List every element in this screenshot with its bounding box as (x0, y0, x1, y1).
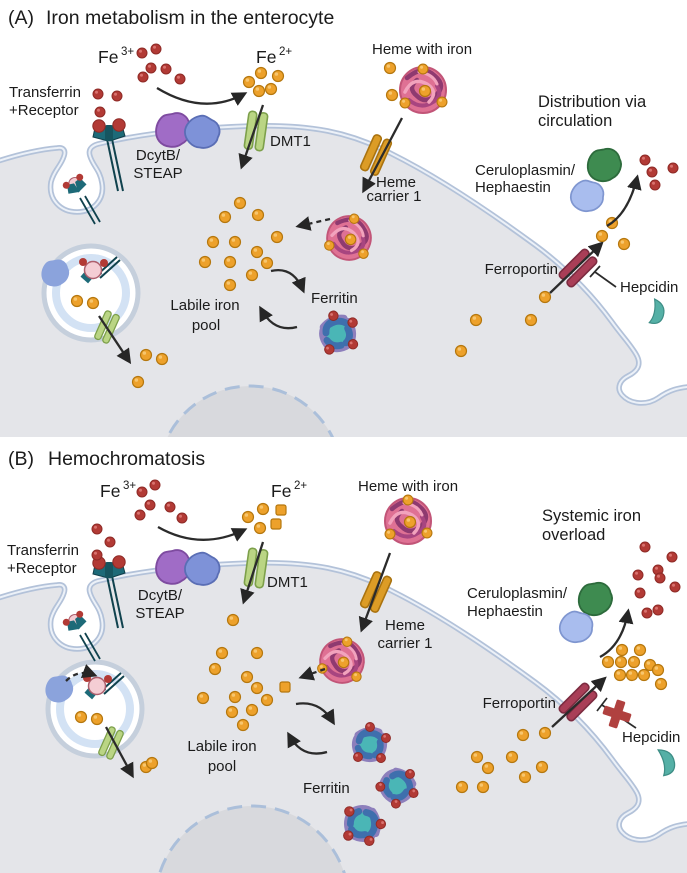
hepcidin-pointer (589, 265, 617, 288)
endosome-exit (98, 315, 169, 389)
dmt1-label: DMT1 (267, 574, 308, 591)
fe2-label: Fe (271, 481, 291, 501)
ferroportin-label: Ferroportin (483, 695, 556, 712)
dmt1-label: DMT1 (270, 133, 311, 150)
fe3-to-fe2-arrow (156, 87, 248, 106)
labile-pool-label-line2: pool (208, 758, 236, 775)
fe3-superscript: 3+ (121, 46, 134, 58)
panel-b: (B) Hemochromatosis Fe 3+ Fe 2+ Transfer… (0, 437, 687, 873)
outcome-label-line2: overload (542, 526, 605, 544)
panel-b-title-prefix: (B) (8, 448, 34, 470)
dcytb-label-line2: STEAP (133, 165, 182, 182)
ferritin-to-pool-arrow (259, 305, 298, 330)
fe2-label: Fe (256, 47, 276, 67)
ferritin-to-pool-arrow (287, 731, 328, 755)
heme-carrier-label-line1: Heme (385, 617, 425, 634)
endosome-exit (104, 726, 153, 779)
panel-b-title: Hemochromatosis (48, 448, 205, 470)
ferroxidase-label-line1: Ceruloplasmin/ (475, 162, 576, 179)
ferroxidase-label-line1: Ceruloplasmin/ (467, 585, 568, 602)
pool-to-ferritin-arrow (295, 702, 335, 726)
outcome-label-line1: Systemic iron (542, 507, 641, 525)
heme-with-iron-label: Heme with iron (358, 478, 458, 495)
hepcidin-label: Hepcidin (622, 729, 680, 746)
ferroxidase-arrow (599, 608, 634, 659)
panel-a-title-prefix: (A) (8, 7, 34, 29)
panel-a-title: Iron metabolism in the enterocyte (46, 7, 334, 29)
ferroportin-export-arrow (551, 676, 607, 728)
panel-a: (A) Iron metabolism in the enterocyte Fe… (0, 7, 687, 437)
nucleus (165, 384, 335, 437)
heme-carrier-label-line2: carrier 1 (377, 635, 432, 652)
fe2-superscript: 2+ (279, 46, 292, 58)
ferroxidase-label-line2: Hephaestin (475, 179, 551, 196)
hepcidin-label: Hepcidin (620, 279, 678, 296)
cell-interior (0, 562, 687, 873)
heme-import-arrow (362, 117, 404, 194)
labile-pool-label-line1: Labile iron (170, 297, 239, 314)
cell-interior (0, 125, 687, 437)
dcytb-label-line1: DcytB/ (136, 147, 181, 164)
endosome-recycle-arrow (65, 664, 98, 682)
fe3-label: Fe (98, 47, 118, 67)
fe3-to-fe2-arrow (157, 526, 248, 542)
labile-pool-label-line2: pool (192, 317, 220, 334)
heme-carrier-label-line1: Heme (376, 174, 416, 191)
transferrin-label-line2: +Receptor (9, 102, 79, 119)
ferroxidase-label-line2: Hephaestin (467, 603, 543, 620)
ferroportin-export-arrow (549, 241, 604, 294)
pool-to-ferritin-arrow (270, 269, 306, 294)
dcytb-label-line2: STEAP (135, 605, 184, 622)
transferrin-label-line1: Transferrin (7, 542, 79, 559)
transferrin-label-line1: Transferrin (9, 84, 81, 101)
nucleus (158, 804, 346, 873)
heme-with-iron-label: Heme with iron (372, 41, 472, 58)
ferritin-label: Ferritin (303, 780, 350, 797)
fe2-superscript: 2+ (294, 480, 307, 492)
ferroxidase-arrow (606, 174, 642, 227)
fe3-superscript: 3+ (123, 480, 136, 492)
labile-pool-label-line1: Labile iron (187, 738, 256, 755)
ceruloplasmin-blob-icon (577, 581, 613, 617)
heme-release-arrow (298, 666, 326, 681)
ferritin-label: Ferritin (311, 290, 358, 307)
dcytb-label-line1: DcytB/ (138, 587, 183, 604)
outcome-label-line2: circulation (538, 112, 612, 130)
dmt1-import-arrow (240, 541, 265, 605)
dmt1-import-arrow (238, 104, 265, 170)
outcome-label-line1: Distribution via (538, 93, 647, 111)
heme-carrier-label-line2: carrier 1 (366, 188, 421, 205)
transferrin-label-line2: +Receptor (7, 560, 77, 577)
fe3-label: Fe (100, 481, 120, 501)
heme-import-arrow (358, 552, 392, 633)
ferroportin-label: Ferroportin (485, 261, 558, 278)
ceruloplasmin-blob-icon (586, 147, 622, 183)
